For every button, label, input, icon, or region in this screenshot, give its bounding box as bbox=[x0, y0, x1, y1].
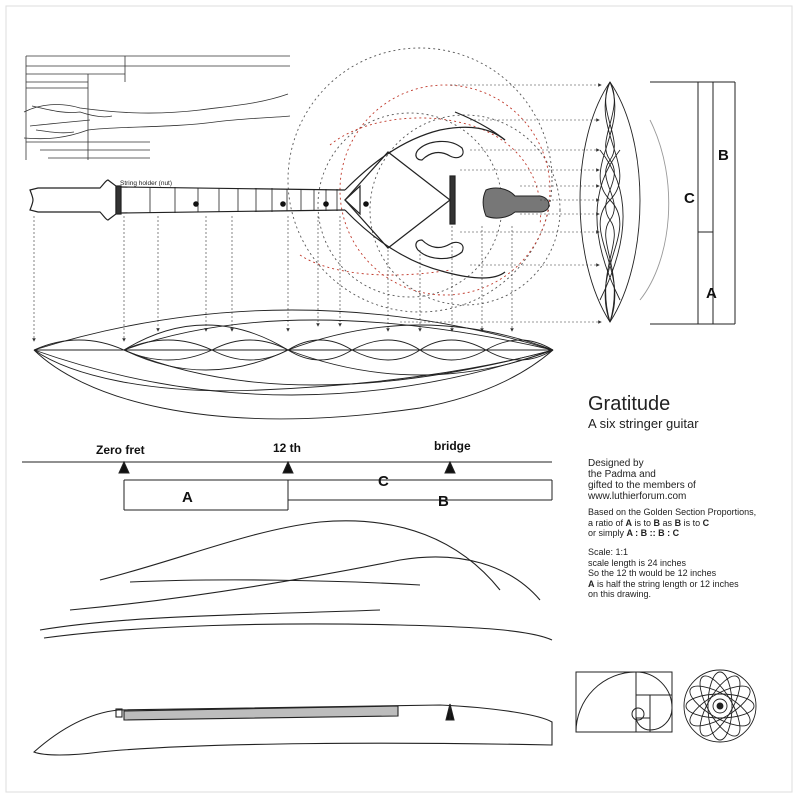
credit-line-2: the Padma and bbox=[588, 469, 656, 480]
dimension-brackets bbox=[650, 81, 736, 325]
rosette bbox=[683, 669, 757, 743]
proportions-block: Based on the Golden Section Proportions,… bbox=[588, 507, 756, 539]
letter-a: A bbox=[588, 578, 595, 589]
credit-line-3: gifted to the members of bbox=[588, 480, 696, 491]
bar-letter-c: C bbox=[378, 473, 389, 490]
hand-sketch bbox=[23, 55, 291, 160]
letter-b: B bbox=[653, 517, 661, 528]
text-fragment: is to bbox=[632, 517, 654, 528]
side-curves bbox=[39, 520, 553, 641]
proportions-line-1: Based on the Golden Section Proportions, bbox=[588, 507, 757, 517]
ratio-text: A : B :: B : C bbox=[626, 528, 680, 538]
dim-letter-a-right: A bbox=[706, 285, 717, 302]
harmonic-waves bbox=[33, 309, 554, 420]
vertical-projections bbox=[32, 216, 514, 342]
scale-line bbox=[22, 460, 552, 474]
guitar-top-view bbox=[29, 111, 506, 279]
tailpiece bbox=[482, 187, 550, 219]
page-title: Gratitude bbox=[588, 393, 671, 415]
credits-block: Designed by the Padma and gifted to the … bbox=[588, 458, 696, 502]
scale-heading: Scale: 1:1 bbox=[588, 547, 629, 557]
nut-label: String holder (nut) bbox=[120, 180, 172, 187]
bar-letter-a: A bbox=[182, 489, 193, 506]
letter-a: A bbox=[625, 517, 633, 528]
side-profile bbox=[32, 703, 553, 756]
proportions-line-2: a ratio of A is to B as B is to C bbox=[588, 518, 756, 529]
dim-letter-b-right: B bbox=[718, 147, 729, 164]
letter-b: B bbox=[674, 517, 682, 528]
marker-bridge: bridge bbox=[434, 439, 471, 453]
proportions-line-3: or simply A : B :: B : C bbox=[588, 528, 756, 539]
text-fragment: as bbox=[660, 517, 675, 528]
credit-line-4: www.luthierforum.com bbox=[588, 491, 687, 502]
scale-line-3: A is half the string length or 12 inches bbox=[588, 579, 739, 590]
text-fragment: is to bbox=[681, 517, 703, 528]
bar-letter-b: B bbox=[438, 493, 449, 510]
scale-line-2: So the 12 th would be 12 inches bbox=[588, 568, 717, 578]
page-subtitle: A six stringer guitar bbox=[588, 416, 699, 431]
marker-zero-fret: Zero fret bbox=[96, 443, 145, 457]
scale-block: Scale: 1:1 scale length is 24 inches So … bbox=[588, 547, 739, 600]
side-spiral-view bbox=[579, 81, 670, 323]
letter-c: C bbox=[702, 517, 710, 528]
credit-line-1: Designed by bbox=[588, 458, 644, 469]
marker-12th: 12 th bbox=[273, 441, 301, 455]
golden-ratio-bars bbox=[123, 479, 553, 511]
page-frame bbox=[5, 5, 793, 793]
text-fragment: a ratio of bbox=[588, 517, 626, 528]
text-fragment: or simply bbox=[588, 528, 627, 538]
scale-line-4: on this drawing. bbox=[588, 589, 652, 599]
golden-spiral bbox=[575, 671, 673, 733]
text-fragment: is half the string length or 12 inches bbox=[594, 578, 739, 589]
dim-letter-c-right: C bbox=[684, 190, 695, 207]
scale-line-1: scale length is 24 inches bbox=[588, 557, 687, 568]
fret-position-dots bbox=[193, 201, 369, 207]
